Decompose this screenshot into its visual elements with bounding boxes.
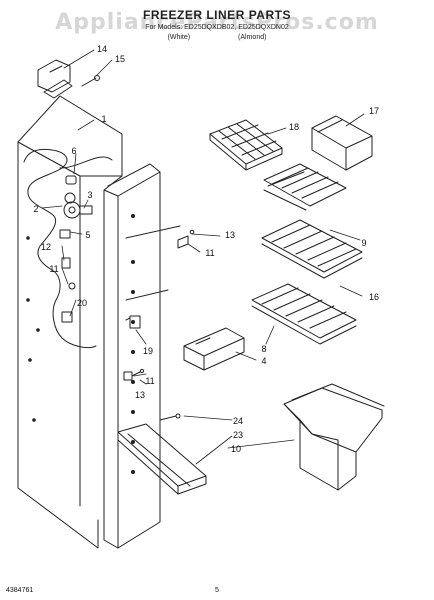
document-number: 4384761 xyxy=(6,587,34,594)
watermark: AppliancePartsPros.com xyxy=(55,10,379,35)
callout-12: 12 xyxy=(41,242,51,252)
wire-shelf-middle xyxy=(261,219,363,279)
shelf-support xyxy=(183,327,245,371)
callout-5: 5 xyxy=(85,230,90,240)
shelf-clip-lower xyxy=(123,368,145,381)
callout-1: 1 xyxy=(101,114,106,124)
leader-lines xyxy=(41,49,365,465)
color-white-label: (White) xyxy=(167,34,191,41)
diagram-title: FREEZER LINER PARTS xyxy=(143,8,291,22)
freezer-liner xyxy=(17,95,181,549)
callout-3: 3 xyxy=(87,190,92,200)
callout-8: 8 xyxy=(261,344,266,354)
callout-24: 24 xyxy=(233,416,243,426)
shelf-clip-upper xyxy=(177,229,195,249)
callout-14: 14 xyxy=(97,44,107,54)
rail-screw xyxy=(159,413,181,421)
callout-11-left: 11 xyxy=(49,264,58,274)
callout-4: 4 xyxy=(261,356,266,366)
callout-19: 19 xyxy=(143,346,153,356)
callout-20: 20 xyxy=(77,298,87,308)
callout-13-lower: 13 xyxy=(135,390,145,400)
callout-13: 13 xyxy=(225,230,235,240)
callout-16: 16 xyxy=(369,292,379,302)
ice-cube-tray xyxy=(209,119,283,171)
callout-15: 15 xyxy=(115,54,125,64)
wire-shelf-lower xyxy=(251,283,357,345)
wire-shelf-upper xyxy=(263,163,347,211)
slide-rail xyxy=(117,423,207,495)
model-list: For Models: ED25DQXDB02, ED25DQXDN02 xyxy=(145,24,289,31)
callout-labels: 14 15 1 17 18 6 3 2 5 13 12 11 9 16 20 1… xyxy=(33,44,379,454)
callout-10: 10 xyxy=(231,444,241,454)
top-bracket xyxy=(37,59,73,99)
thermostat-assembly xyxy=(59,175,93,323)
freezer-bin-small xyxy=(311,115,373,171)
color-almond-label: (Almond) xyxy=(238,34,267,41)
callout-9: 9 xyxy=(361,238,366,248)
page-number: 5 xyxy=(215,587,219,594)
callout-6: 6 xyxy=(71,146,76,156)
callout-23: 23 xyxy=(233,430,243,440)
bracket-screw xyxy=(81,75,100,87)
callout-11-lower: 11 xyxy=(145,376,154,386)
callout-17: 17 xyxy=(369,106,379,116)
callout-18: 18 xyxy=(289,122,299,132)
light-socket xyxy=(125,315,141,329)
color-variants: (White) (Almond) xyxy=(0,34,434,41)
freezer-basket xyxy=(283,383,385,491)
callout-11: 11 xyxy=(205,248,214,258)
callout-2: 2 xyxy=(33,204,38,214)
